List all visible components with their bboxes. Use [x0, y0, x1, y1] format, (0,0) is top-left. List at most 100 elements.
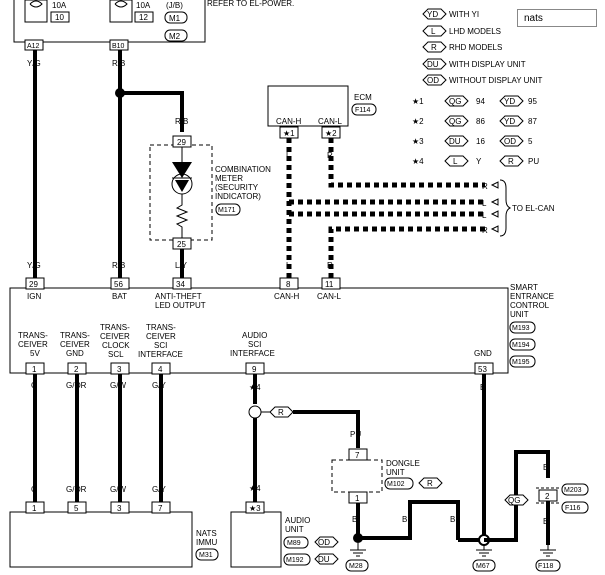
- svg-text:R: R: [508, 157, 514, 166]
- svg-text:Y: Y: [476, 157, 482, 166]
- svg-text:CEIVER: CEIVER: [60, 340, 90, 349]
- svg-text:DU: DU: [449, 137, 461, 146]
- wire-can-l-label: R: [327, 261, 333, 270]
- meter-title-line3: (SECURITY: [215, 183, 259, 192]
- ecm-conn: F114: [355, 107, 371, 114]
- can-l-wire-bottom: [328, 226, 485, 278]
- svg-text:B: B: [450, 515, 455, 524]
- svg-text:G/Y: G/Y: [152, 485, 166, 494]
- svg-text:TRANS-: TRANS-: [18, 331, 48, 340]
- sec-label-bat: BAT: [112, 292, 127, 301]
- nats-conn: M31: [199, 552, 213, 559]
- svg-text:5V: 5V: [30, 349, 40, 358]
- svg-text:INTERFACE: INTERFACE: [230, 349, 275, 358]
- svg-text:CEIVER: CEIVER: [146, 332, 176, 341]
- conn-m1: M1: [169, 14, 181, 23]
- audio-unit: ★3 AUDIO UNIT M89 OD M192 DU: [230, 501, 339, 568]
- svg-text:94: 94: [476, 97, 485, 106]
- sec-pin-8: 8: [286, 280, 291, 289]
- svg-text:M28: M28: [349, 563, 363, 570]
- svg-text:F118: F118: [538, 563, 554, 570]
- combination-meter: 29 25 COMBINATION METER (SECURITY INDICA…: [149, 135, 271, 250]
- nats-immu: 1 5 3 7 NATS IMMU M31: [9, 501, 219, 568]
- svg-text:SCL: SCL: [108, 350, 124, 359]
- svg-text:B: B: [352, 515, 357, 524]
- svg-text:★4: ★4: [412, 157, 424, 166]
- sec-label-led-output: LED OUTPUT: [155, 301, 206, 310]
- legend-star-1: ★1 QG 94 YD 95: [412, 95, 537, 107]
- svg-text:1: 1: [32, 504, 37, 513]
- svg-text:G/W: G/W: [110, 381, 126, 390]
- ecm-pin1: ★1: [283, 129, 295, 138]
- wire-rb-label: R/B: [112, 261, 125, 270]
- legend-star-2: ★2 QG 86 YD 87: [412, 115, 537, 127]
- refer-el-power: REFER TO EL-POWER.: [207, 0, 294, 8]
- sec-pin-11: 11: [325, 280, 334, 289]
- svg-text:UNIT: UNIT: [285, 525, 304, 534]
- svg-text:R: R: [427, 479, 433, 488]
- meter-title-line1: COMBINATION: [215, 165, 271, 174]
- svg-text:CLOCK: CLOCK: [102, 341, 130, 350]
- legend: YD WITH YI L LHD MODELS R RHD MODELS DU …: [412, 8, 542, 167]
- sec-label-ign: IGN: [27, 292, 41, 301]
- wire-qg-branch: [484, 450, 550, 542]
- svg-text:G/Y: G/Y: [152, 381, 166, 390]
- svg-text:G/OR: G/OR: [66, 485, 87, 494]
- el-can-wire-2: L: [482, 199, 487, 208]
- svg-text:M67: M67: [476, 563, 490, 570]
- search-input[interactable]: [517, 9, 597, 27]
- wire-rb-label-top: R/B: [112, 59, 125, 68]
- svg-text:16: 16: [476, 137, 485, 146]
- ground-m67: M67: [472, 545, 496, 572]
- svg-text:★4: ★4: [249, 383, 261, 392]
- ground-m28: M28: [345, 543, 369, 572]
- svg-text:PU: PU: [350, 430, 361, 439]
- svg-text:WITH YI: WITH YI: [449, 10, 479, 19]
- svg-text:WITH DISPLAY UNIT: WITH DISPLAY UNIT: [449, 60, 526, 69]
- fuse-left: [24, 0, 48, 23]
- svg-text:LHD MODELS: LHD MODELS: [449, 27, 501, 36]
- legend-item-du: DU WITH DISPLAY UNIT: [422, 58, 526, 70]
- svg-text:OD: OD: [427, 76, 439, 85]
- ecm-title: ECM: [354, 93, 372, 102]
- smart-entrance-control-unit: 29 IGN Y/G 56 BAT R/B 34 ANTI-THEFT LED …: [9, 261, 554, 375]
- svg-text:★3: ★3: [412, 137, 424, 146]
- svg-text:G: G: [31, 485, 37, 494]
- svg-text:L: L: [431, 27, 436, 36]
- svg-text:5: 5: [528, 137, 533, 146]
- svg-text:R: R: [431, 43, 437, 52]
- svg-text:GND: GND: [474, 349, 492, 358]
- svg-text:87: 87: [528, 117, 537, 126]
- svg-text:DONGLE: DONGLE: [386, 459, 420, 468]
- svg-text:YD: YD: [504, 97, 515, 106]
- pin-b10: B10: [112, 43, 125, 50]
- svg-text:B: B: [543, 463, 548, 472]
- svg-text:PU: PU: [528, 157, 539, 166]
- svg-text:QG: QG: [449, 97, 461, 106]
- svg-text:★1: ★1: [412, 97, 424, 106]
- svg-text:RHD MODELS: RHD MODELS: [449, 43, 502, 52]
- sec-label-can-h: CAN-H: [274, 292, 300, 301]
- svg-text:OD: OD: [504, 137, 516, 146]
- svg-text:UNIT: UNIT: [386, 468, 405, 477]
- fuse-right: [109, 0, 133, 23]
- fuse-left-num: 10: [55, 13, 64, 22]
- svg-text:5: 5: [74, 504, 79, 513]
- meter-title-line2: METER: [215, 174, 243, 183]
- svg-text:L: L: [453, 157, 458, 166]
- svg-text:M89: M89: [287, 540, 301, 547]
- svg-text:GND: GND: [66, 349, 84, 358]
- svg-text:QG: QG: [449, 117, 461, 126]
- sec-conn-m193: M193: [512, 325, 530, 332]
- svg-text:YD: YD: [504, 117, 515, 126]
- meter-conn: M171: [218, 207, 236, 214]
- svg-text:53: 53: [478, 365, 487, 374]
- svg-text:1: 1: [355, 494, 360, 503]
- wire-yg-label-top: Y/G: [27, 59, 41, 68]
- meter-title-line4: INDICATOR): [215, 192, 261, 201]
- svg-text:AUDIO: AUDIO: [285, 516, 310, 525]
- svg-text:2: 2: [74, 365, 79, 374]
- can-l-wire-label: R: [327, 151, 333, 160]
- svg-text:2: 2: [545, 492, 550, 501]
